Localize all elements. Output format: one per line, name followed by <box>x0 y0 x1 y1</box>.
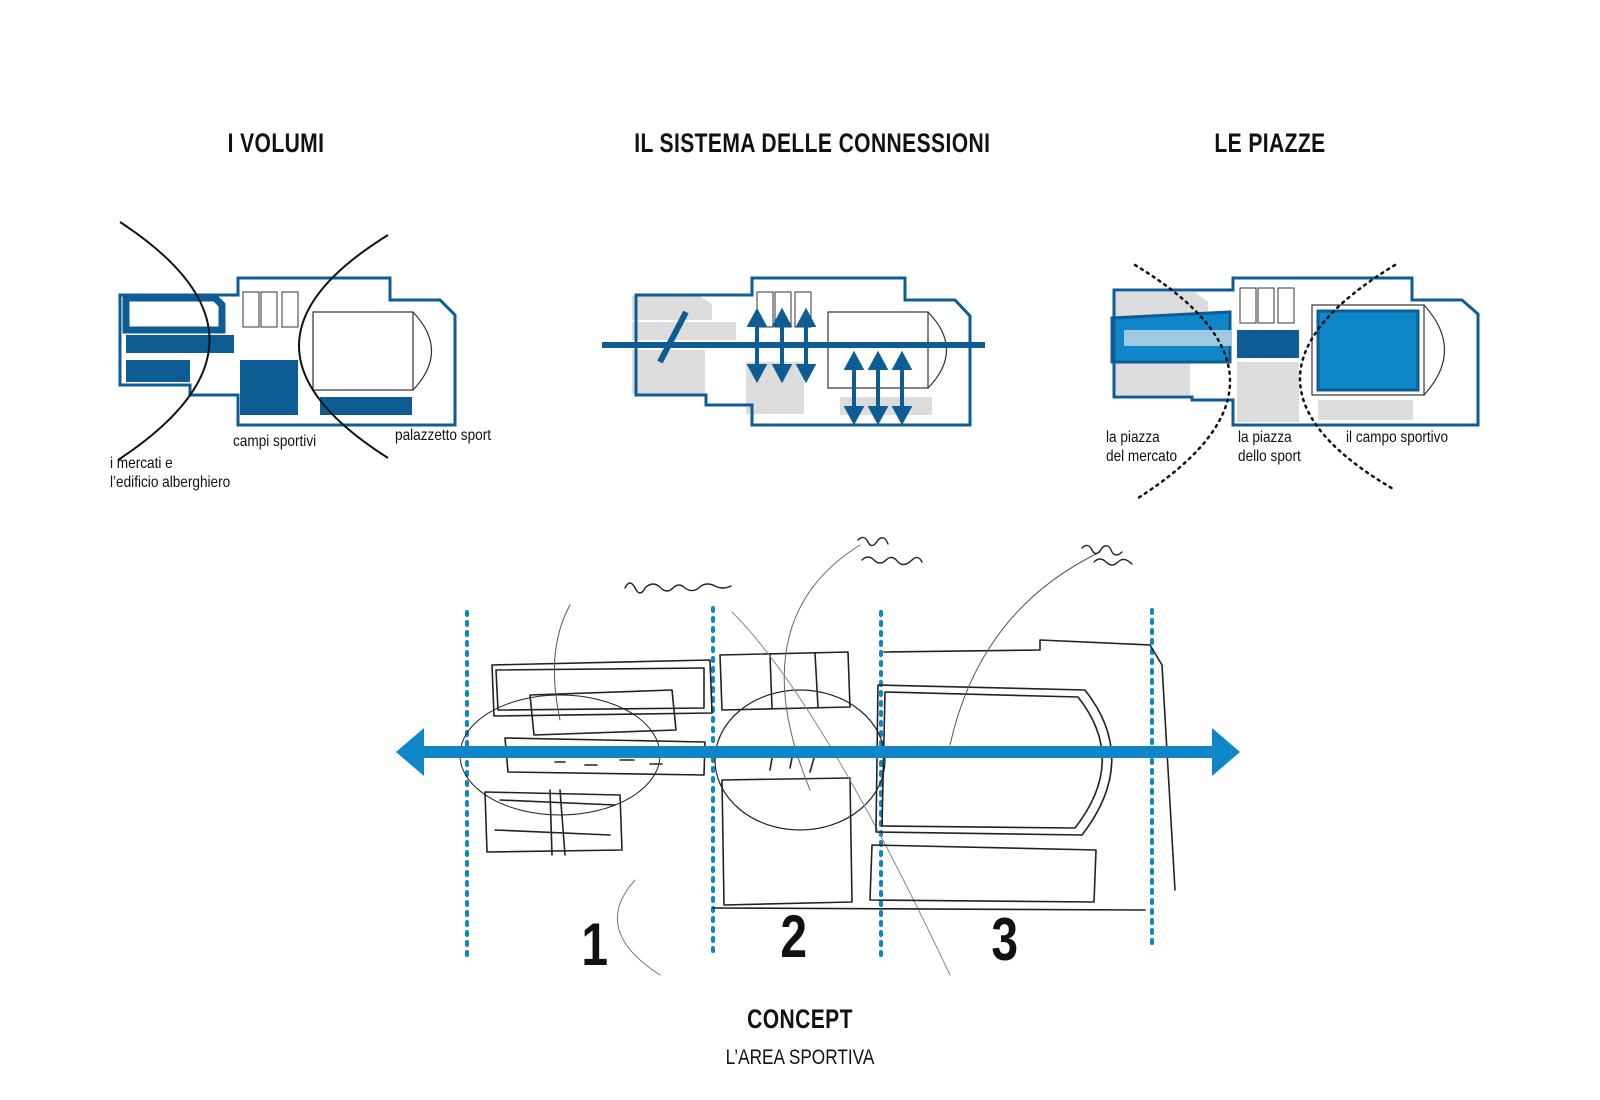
label-mercati: i mercati e l’edificio alberghiero <box>110 454 230 492</box>
zone-number-2: 2 <box>780 903 808 970</box>
zone-number-1: 1 <box>581 911 609 978</box>
zone-number-3: 3 <box>991 906 1019 973</box>
label-mercati-line2: l’edificio alberghiero <box>110 474 231 491</box>
label-piazza-mercato: la piazza del mercato <box>1106 428 1177 466</box>
label-piazza-mercato-line2: del mercato <box>1106 448 1178 465</box>
label-piazza-mercato-line1: la piazza <box>1106 429 1160 446</box>
label-palazzetto: palazzetto sport <box>395 427 492 444</box>
label-piazza-sport-line1: la piazza <box>1238 429 1292 446</box>
title-connessioni: IL SISTEMA DELLE CONNESSIONI <box>634 128 991 158</box>
label-piazza-sport-line2: dello sport <box>1238 448 1301 465</box>
label-piazza-sport: la piazza dello sport <box>1238 428 1301 466</box>
title-volumi: I VOLUMI <box>227 128 325 158</box>
label-campi-sportivi: campi sportivi <box>233 433 317 450</box>
label-mercati-line1: i mercati e <box>110 455 173 472</box>
title-piazze: LE PIAZZE <box>1214 128 1326 158</box>
concept-title: CONCEPT <box>747 1004 853 1034</box>
label-campo-sportivo: il campo sportivo <box>1346 429 1449 446</box>
concept-subtitle: L’AREA SPORTIVA <box>725 1046 875 1069</box>
